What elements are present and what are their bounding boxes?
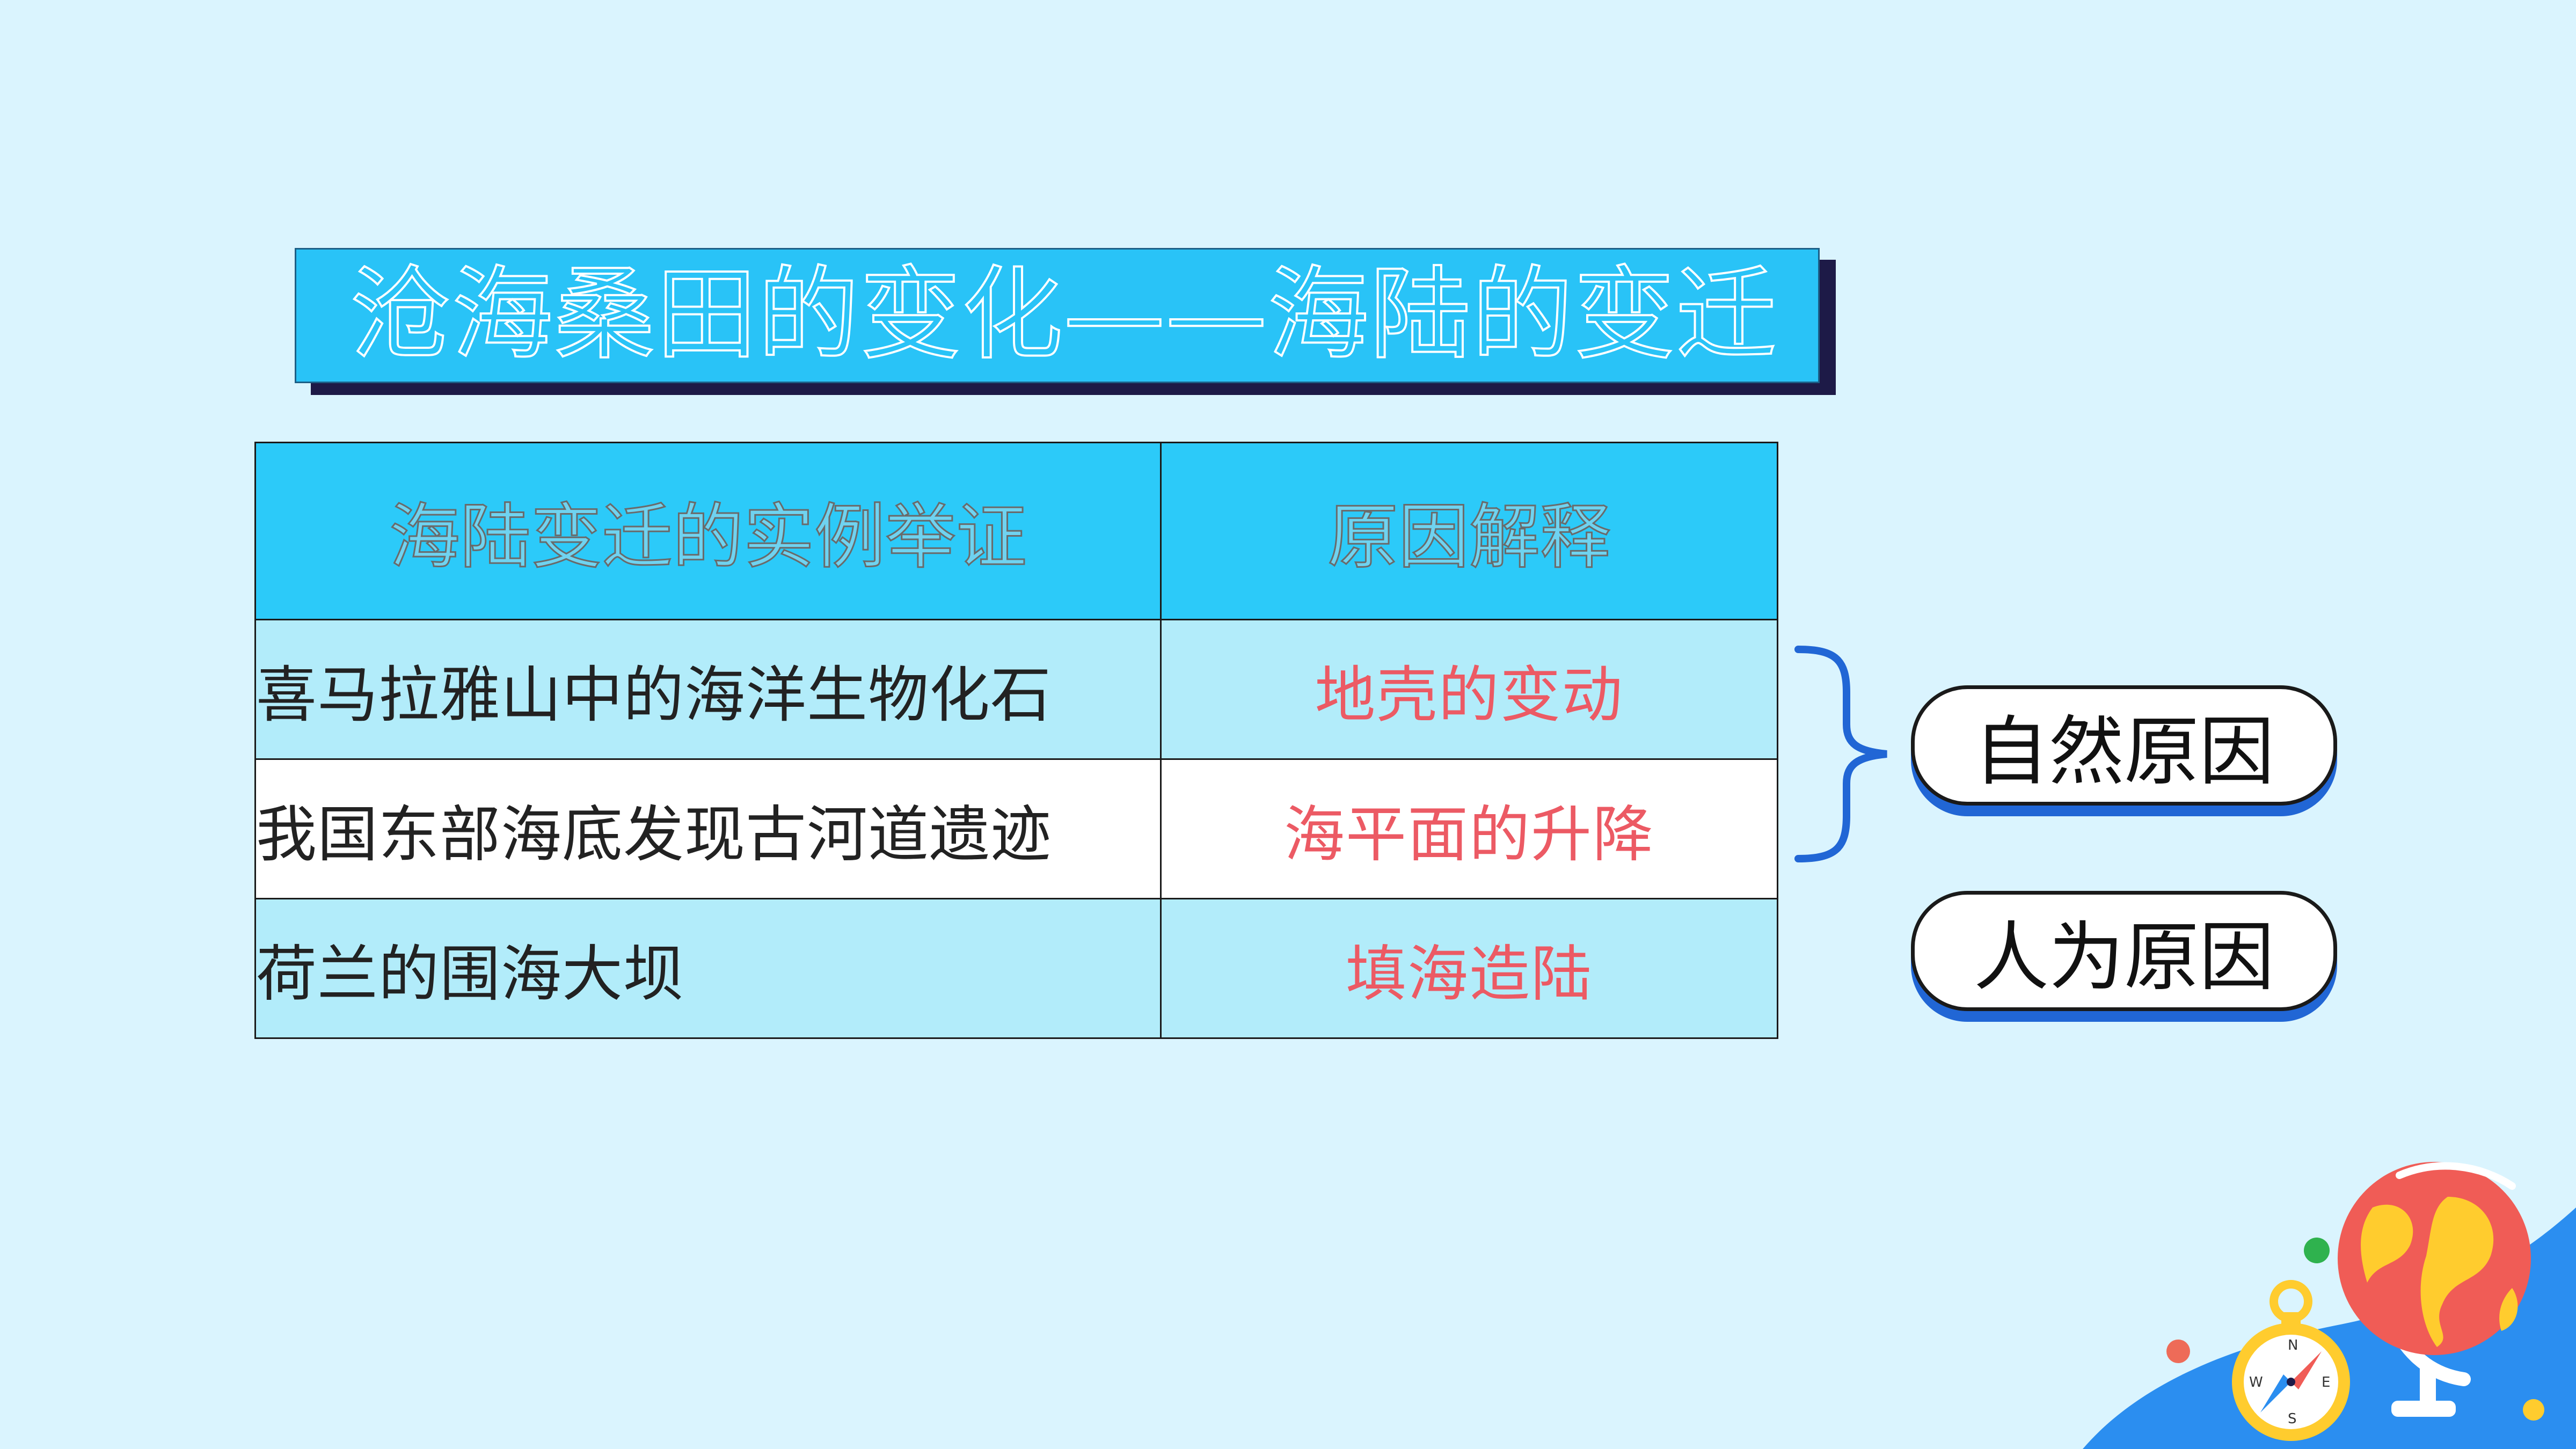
example-cell: 喜马拉雅山中的海洋生物化石 (254, 619, 1162, 760)
cause-cell: 填海造陆 (1160, 898, 1778, 1039)
header-examples: 海陆变迁的实例举证 (254, 442, 1162, 620)
svg-text:S: S (2288, 1411, 2297, 1427)
svg-text:W: W (2249, 1374, 2263, 1391)
human-cause-label: 人为原因 (1911, 891, 2337, 1011)
table-header-row: 海陆变迁的实例举证 原因解释 (254, 442, 1778, 620)
svg-text:E: E (2322, 1374, 2330, 1391)
table-row: 喜马拉雅山中的海洋生物化石 地壳的变动 (254, 619, 1778, 760)
header-cause: 原因解释 (1160, 442, 1778, 620)
svg-text:N: N (2288, 1337, 2298, 1353)
example-cell: 我国东部海底发现古河道遗迹 (254, 758, 1162, 899)
curly-brace-icon (1794, 646, 1887, 862)
example-cell: 荷兰的围海大坝 (254, 898, 1162, 1039)
page-title: 沧海桑田的变化——海陆的变迁 (349, 255, 1778, 375)
cause-cell: 海平面的升降 (1160, 758, 1778, 899)
table-row: 荷兰的围海大坝 填海造陆 (254, 898, 1778, 1039)
globe-icon (2338, 1162, 2531, 1417)
examples-table: 海陆变迁的实例举证 原因解释 喜马拉雅山中的海洋生物化石 地壳的变动 我国东部海… (254, 442, 1778, 1039)
table-row: 我国东部海底发现古河道遗迹 海平面的升降 (254, 758, 1778, 899)
compass-icon: N E S W (2232, 1280, 2350, 1441)
cause-cell: 地壳的变动 (1160, 619, 1778, 760)
natural-cause-label: 自然原因 (1911, 685, 2337, 806)
title-banner: 沧海桑田的变化——海陆的变迁 (295, 248, 1820, 383)
